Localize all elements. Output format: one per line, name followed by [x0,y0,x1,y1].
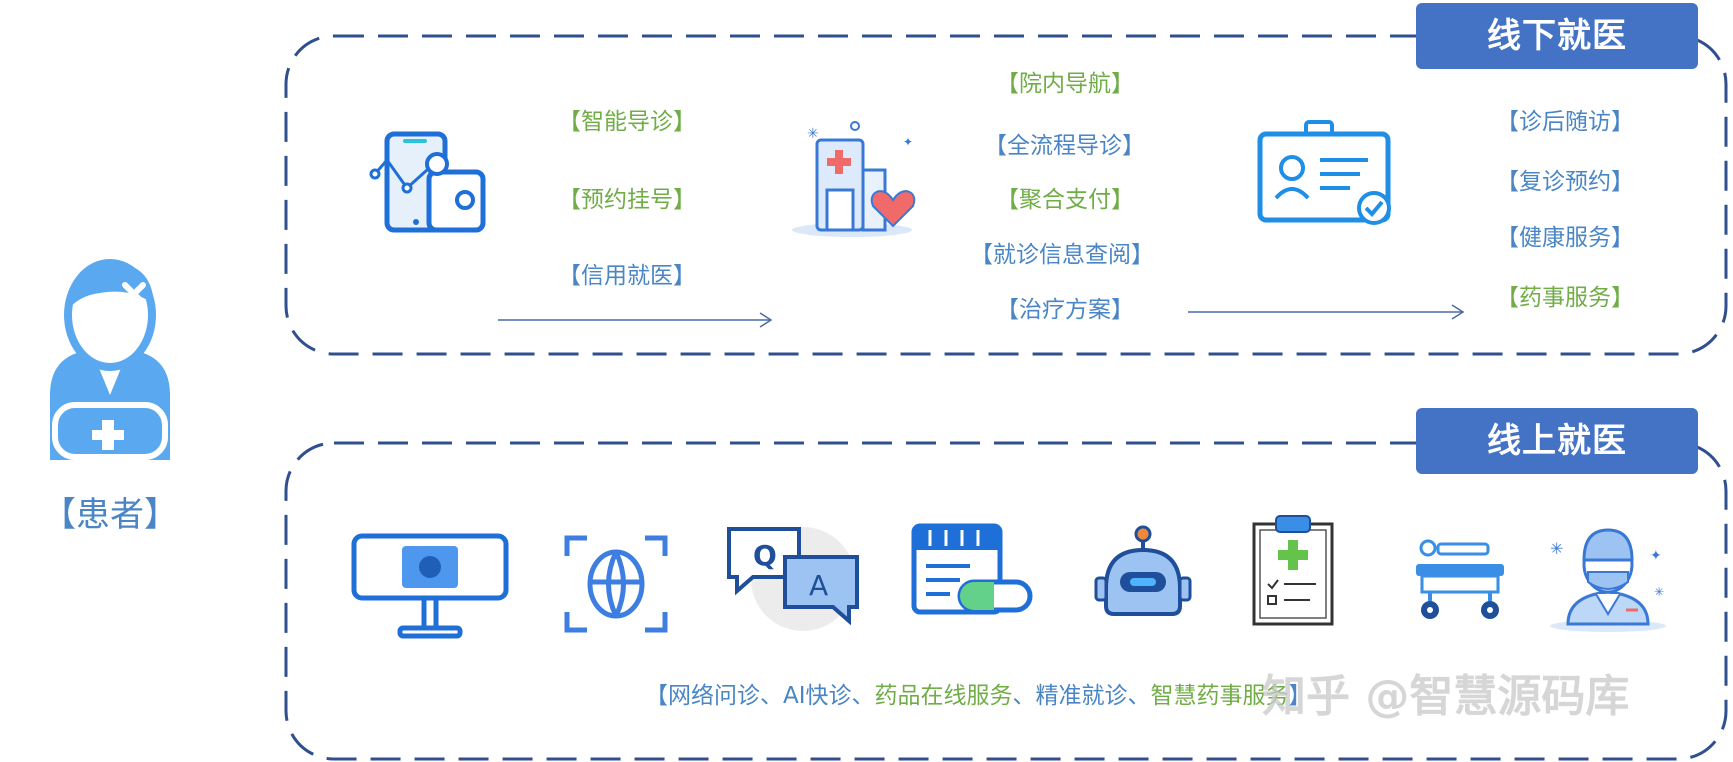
face-scan-icon [564,535,668,633]
online-service-network-consult: 网络问诊 [668,683,760,709]
offline-label-revisit: 【复诊预约】 [1496,169,1634,195]
online-services-sep-3: 、 [1012,683,1036,709]
svg-text:✦: ✦ [903,135,913,149]
svg-text:✳: ✳ [1654,585,1664,599]
offline-label-health: 【健康服务】 [1496,225,1634,251]
doctor-icon: ✳ ✦ ✳ [1550,528,1666,632]
svg-text:✳: ✳ [807,126,819,142]
online-services-sep-4: 、 [1127,683,1151,709]
online-services-line: 【网络问诊、AI快诊、药品在线服务、精准就诊、智慧药事服务】 [645,676,1312,710]
offline-label-pharmacy: 【药事服务】 [1496,285,1634,311]
online-service-smart-pharmacy: 智慧药事服务 [1150,683,1289,709]
patient-icon [50,259,170,460]
watermark: 知乎 @智慧源码库 [1262,671,1630,722]
patient-label: 【患者】 [42,495,178,535]
offline-label-visit-info: 【就诊信息查阅】 [970,242,1154,268]
medicine-box-icon [911,523,1033,615]
offline-label-followup: 【诊后随访】 [1496,109,1634,135]
svg-text:Q: Q [753,539,777,572]
offline-label-credit-care: 【信用就医】 [558,263,696,289]
phone-map-icon [369,131,486,233]
arrow-1 [498,312,773,328]
camera-monitor-icon [351,533,509,639]
id-card-check-icon [1257,120,1391,225]
offline-label-treatment-plan: 【治疗方案】 [996,297,1134,323]
offline-title-badge: 线下就医 [1416,3,1698,69]
qa-chat-icon: Q A [727,527,859,631]
offline-label-full-process: 【全流程导诊】 [984,133,1145,159]
online-panel-border [284,441,1728,761]
offline-label-aggregate-pay: 【聚合支付】 [996,187,1134,213]
offline-panel-border [284,34,1728,356]
online-title-badge: 线上就医 [1416,408,1698,474]
offline-label-appointment: 【预约挂号】 [558,187,696,213]
offline-label-smart-triage: 【智能导诊】 [558,109,696,135]
hospital-bed-icon [1416,539,1504,619]
svg-text:✦: ✦ [1650,548,1662,564]
svg-text:✳: ✳ [1550,539,1563,558]
online-services-open-bracket: 【 [645,683,668,709]
robot-icon [1094,525,1192,616]
online-service-drug-online: 药品在线服务 [874,683,1013,709]
online-services-sep-1: 、 [760,683,783,709]
svg-text:A: A [809,569,828,602]
hospital-heart-icon: ✳ ✦ [792,121,916,237]
offline-label-hospital-nav: 【院内导航】 [996,71,1134,97]
online-services-close-bracket: 】 [1288,683,1312,709]
online-services-sep-2: 、 [851,683,875,709]
arrow-2 [1188,304,1465,320]
online-service-ai-quick: AI快诊 [783,683,852,709]
clipboard-checklist-icon [1252,515,1334,626]
online-service-precise-visit: 精准就诊 [1035,683,1128,709]
